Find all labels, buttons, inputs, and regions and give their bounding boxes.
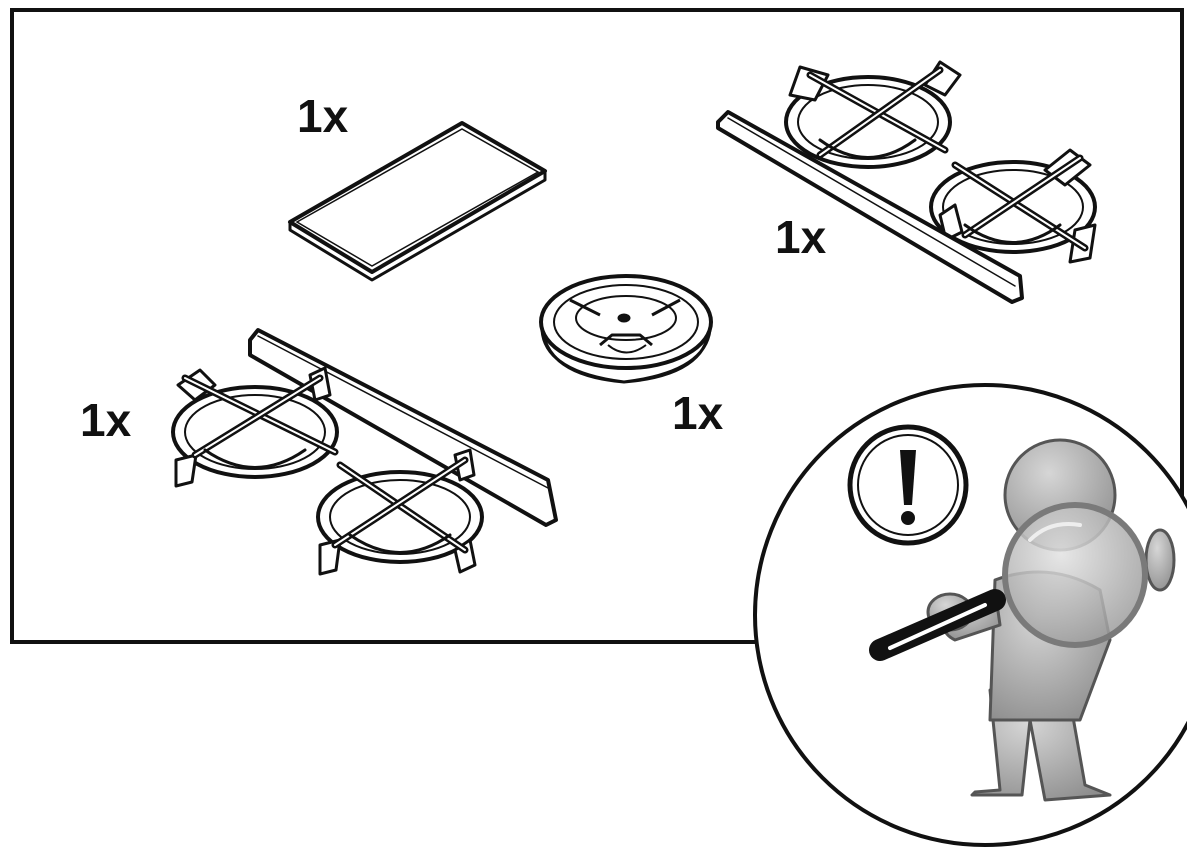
cover-plate-quantity: 1x [297,90,349,142]
cover-plate-icon [288,121,547,282]
pan-support-grate-icon-2 [171,328,558,576]
double-grate-right-quantity: 1x [775,211,827,263]
inspection-callout [753,383,1187,847]
warning-exclamation-icon [847,424,969,546]
double-grate-left-quantity: 1x [80,394,132,446]
pan-support-grate-icon [716,60,1097,304]
magnifying-glass-icon [869,502,1148,661]
parts-frame [10,8,1184,644]
wok-ring-icon [539,274,713,384]
wok-ring-quantity: 1x [672,387,724,439]
